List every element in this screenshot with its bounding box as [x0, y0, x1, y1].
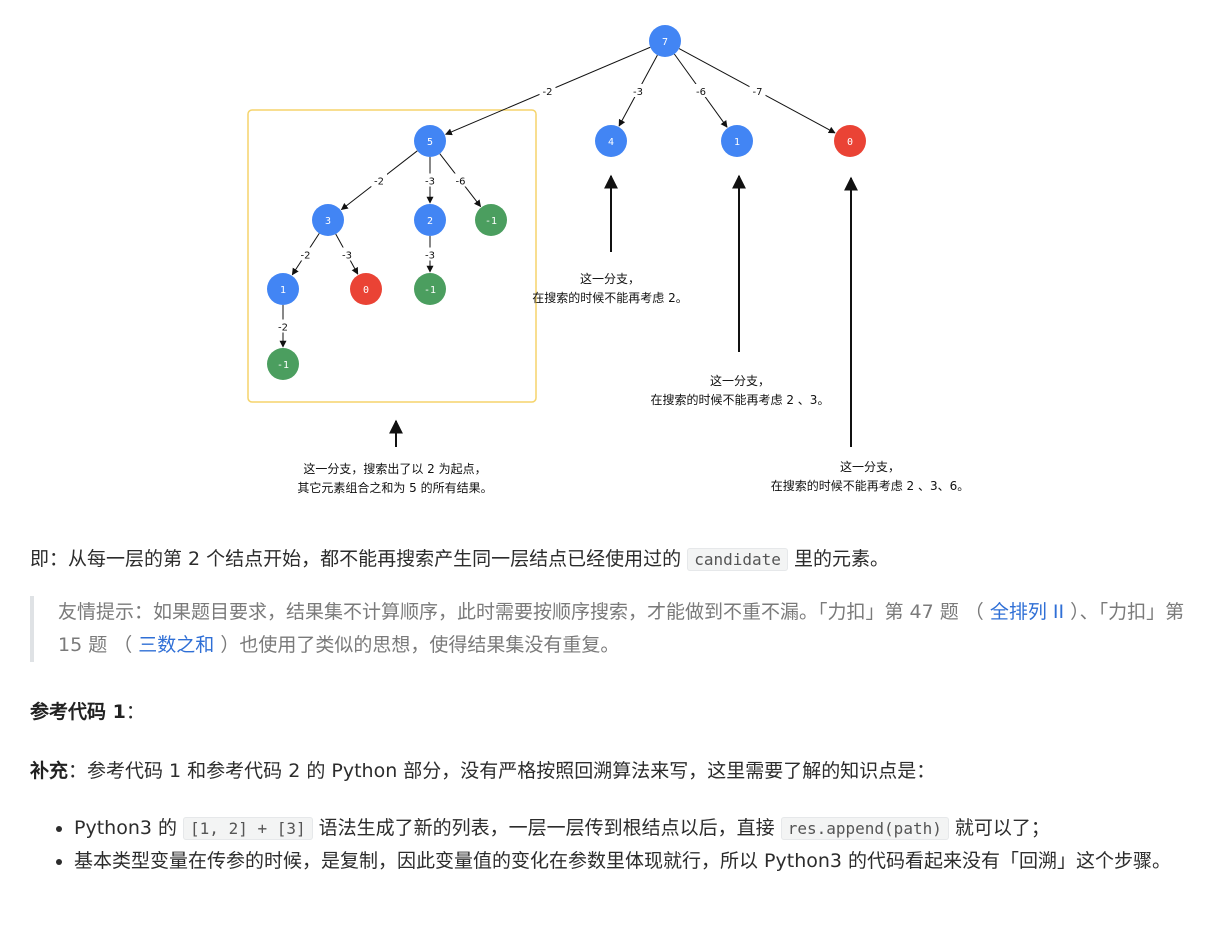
edge-label: -3 [633, 87, 643, 98]
tree-node [312, 204, 344, 236]
bold-title: 参考代码 1 [30, 701, 126, 723]
edge-label-bg [422, 247, 438, 261]
edge-label: -7 [753, 87, 763, 98]
link-permutations-ii[interactable]: 全排列 II [989, 601, 1065, 623]
notes-list: Python3 的 [1, 2] + [3] 语法生成了新的列表，一层一层传到根… [52, 812, 1214, 877]
text: ： [125, 701, 145, 723]
caption-line: 这一分支，搜索出了以 2 为起点， [303, 462, 487, 476]
edge-label-bg [452, 173, 469, 187]
edge-label-bg [693, 84, 709, 97]
node-label: -1 [485, 216, 497, 227]
caption-line: 在搜索的时候不能再考虑 2 、3、6。 [770, 479, 970, 493]
edge-label: -3 [425, 251, 435, 262]
tree-node [475, 204, 507, 236]
caption-line: 其它元素组合之和为 5 的所有结果。 [297, 481, 493, 495]
list-item: 基本类型变量在传参的时候，是复制，因此变量值的变化在参数里体现就行，所以 Pyt… [74, 845, 1214, 877]
bold-title: 补充 [30, 760, 69, 782]
node-label: -1 [277, 360, 289, 371]
tree-node [414, 125, 446, 157]
explanation-paragraph: 即：从每一层的第 2 个结点开始，都不能再搜索产生同一层结点已经使用过的 can… [30, 544, 889, 575]
edge-label-bg [749, 84, 766, 97]
tree-node [834, 125, 866, 157]
node-label: 3 [325, 216, 331, 227]
tree-node [649, 25, 681, 57]
list-item: Python3 的 [1, 2] + [3] 语法生成了新的列表，一层一层传到根… [74, 812, 1214, 845]
edge-label: -2 [301, 251, 311, 262]
caption-line: 这一分支， [579, 272, 640, 286]
edge-label-bg [339, 247, 355, 261]
tree-node [267, 273, 299, 305]
caption-branch-1: 这一分支， 在搜索的时候不能再考虑 2 、3。 [630, 372, 850, 410]
tree-node [414, 273, 446, 305]
text: Python3 的 [74, 817, 184, 839]
text: 里的元素。 [787, 548, 889, 570]
edge-label: -2 [278, 323, 288, 334]
caption-box-branch: 这一分支，搜索出了以 2 为起点， 其它元素组合之和为 5 的所有结果。 [275, 460, 515, 498]
node-label: 2 [427, 216, 433, 227]
link-three-sum[interactable]: 三数之和 [138, 634, 215, 656]
caption-branch-0: 这一分支， 在搜索的时候不能再考虑 2 、3、6。 [750, 458, 990, 496]
node-label: 5 [427, 137, 433, 148]
highlight-box [247, 109, 537, 403]
caption-line: 在搜索的时候不能再考虑 2。 [532, 291, 688, 305]
edge-label-bg [297, 247, 314, 261]
node-label: 0 [847, 137, 853, 148]
node-label: 7 [662, 37, 668, 48]
node-label: -1 [424, 285, 436, 296]
node-label: 4 [608, 137, 614, 148]
edge-label: -3 [425, 177, 435, 188]
edge-label: -6 [456, 177, 466, 188]
tree-node [267, 348, 299, 380]
supplement-paragraph: 补充：参考代码 1 和参考代码 2 的 Python 部分，没有严格按照回溯算法… [30, 756, 935, 786]
reference-code-heading: 参考代码 1： [30, 697, 145, 727]
tree-node [414, 204, 446, 236]
edge-label-bg [371, 173, 387, 187]
edge-label-bg [539, 84, 556, 97]
edge-label-bg [275, 319, 291, 333]
edge-label: -2 [543, 87, 553, 98]
text: 友情提示：如果题目要求，结果集不计算顺序，此时需要按顺序搜索，才能做到不重不漏。… [58, 601, 990, 623]
edge-label-bg [422, 173, 438, 187]
inline-code-candidate: candidate [687, 548, 788, 571]
edge-label: -6 [696, 87, 706, 98]
caption-branch-4: 这一分支， 在搜索的时候不能再考虑 2。 [510, 270, 710, 308]
tree-node [350, 273, 382, 305]
caption-line: 这一分支， [709, 374, 770, 388]
text: ）也使用了类似的思想，使得结果集没有重复。 [214, 634, 620, 656]
tree-node [721, 125, 753, 157]
text: 语法生成了新的列表，一层一层传到根结点以后，直接 [312, 817, 781, 839]
node-label: 1 [280, 285, 286, 296]
edge-label: -3 [342, 251, 352, 262]
text: ：参考代码 1 和参考代码 2 的 Python 部分，没有严格按照回溯算法来写… [68, 760, 936, 782]
search-tree-diagram: -2 -3 -6 -7 -2 -3 -6 -2 -3 -3 -2 7 5 4 1 0 3 2 -1 1 0 -1 -1 [247, 25, 866, 447]
edge-label: -2 [374, 177, 384, 188]
text: ）、「力扣」第 15 题 （ [58, 601, 1185, 656]
tip-blockquote: 友情提示：如果题目要求，结果集不计算顺序，此时需要按顺序搜索，才能做到不重不漏。… [30, 596, 1194, 662]
text: 基本类型变量在传参的时候，是复制，因此变量值的变化在参数里体现就行，所以 Pyt… [74, 850, 1172, 872]
node-label: 1 [734, 137, 740, 148]
caption-line: 这一分支， [839, 460, 900, 474]
caption-line: 在搜索的时候不能再考虑 2 、3。 [650, 393, 830, 407]
inline-code: res.append(path) [780, 817, 949, 840]
tree-node [595, 125, 627, 157]
node-label: 0 [363, 285, 369, 296]
edge-label-bg [630, 84, 646, 97]
text: 就可以了； [948, 817, 1050, 839]
inline-code: [1, 2] + [3] [183, 817, 313, 840]
text: 即：从每一层的第 2 个结点开始，都不能再搜索产生同一层结点已经使用过的 [30, 548, 688, 570]
